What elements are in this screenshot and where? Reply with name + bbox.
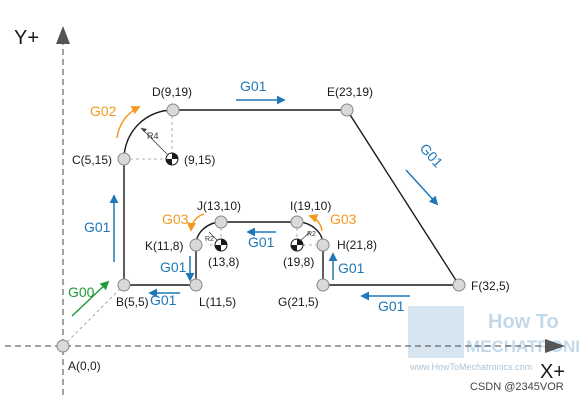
point-k xyxy=(189,238,203,252)
label-center-2: (13,8) xyxy=(208,255,239,269)
label-h: H(21,8) xyxy=(337,238,377,252)
label-a: A(0,0) xyxy=(68,359,101,373)
point-j xyxy=(214,215,228,229)
code-g01-kl: G01 xyxy=(160,259,187,275)
code-g03-jk: G03 xyxy=(162,211,189,227)
code-g01-ij: G01 xyxy=(248,234,275,250)
point-e xyxy=(340,103,354,117)
tool-path xyxy=(123,109,461,286)
y-axis-label: Y+ xyxy=(14,27,39,49)
radius-r2-right: R2 xyxy=(307,231,316,238)
point-labels: A(0,0) B(5,5) C(5,15) D(9,19) E(23,19) F… xyxy=(68,85,510,373)
radius-r4: R4 xyxy=(147,131,159,141)
label-e: E(23,19) xyxy=(327,85,373,99)
point-d xyxy=(166,103,180,117)
radius-indicators: R4 R2 R2 xyxy=(140,127,316,243)
point-a xyxy=(56,339,70,353)
radius-r2-left: R2 xyxy=(205,236,214,243)
point-c xyxy=(117,152,131,166)
point-l xyxy=(189,278,203,292)
axes: Y+ X+ xyxy=(5,26,565,395)
label-l: L(11,5) xyxy=(199,295,236,309)
code-g01-ef: G01 xyxy=(417,140,447,171)
motion-arrows xyxy=(71,95,439,317)
center-marker-3 xyxy=(290,238,304,252)
x-axis-label: X+ xyxy=(540,361,565,383)
point-b xyxy=(117,278,131,292)
label-b: B(5,5) xyxy=(116,295,149,309)
label-center-3: (19,8) xyxy=(283,255,314,269)
label-k: K(11,8) xyxy=(145,239,183,253)
label-j: J(13,10) xyxy=(197,199,241,213)
code-g01-de: G01 xyxy=(240,78,267,94)
code-g03-hi: G03 xyxy=(330,211,357,227)
point-f xyxy=(452,278,466,292)
code-g02: G02 xyxy=(90,103,117,119)
center-marker-2 xyxy=(214,238,228,252)
code-g01-lb: G01 xyxy=(150,292,177,308)
arrow-g03-jk xyxy=(187,213,205,232)
code-g00: G00 xyxy=(68,284,95,300)
watermark-logo xyxy=(408,306,464,358)
code-g01-fg: G01 xyxy=(378,298,405,314)
arrow-g02 xyxy=(116,106,141,139)
arrow-g00 xyxy=(71,280,110,317)
point-h xyxy=(316,238,330,252)
label-c: C(5,15) xyxy=(72,153,112,167)
x-axis-arrow xyxy=(545,339,565,353)
label-i: I(19,10) xyxy=(290,199,331,213)
point-g xyxy=(316,278,330,292)
label-center-1: (9,15) xyxy=(184,153,215,167)
arc-centers xyxy=(165,152,304,252)
y-axis-arrow xyxy=(56,26,70,44)
watermark-url: www.HowToMechatronics.com xyxy=(409,362,532,372)
label-g: G(21,5) xyxy=(278,295,319,309)
label-f: F(32,5) xyxy=(471,279,510,293)
arrow-g03-hi xyxy=(308,214,323,232)
arrow-g01-ef xyxy=(405,169,439,206)
center-marker-1 xyxy=(165,152,179,166)
point-i xyxy=(290,215,304,229)
credit-text: CSDN @2345VOR xyxy=(470,381,564,393)
code-g01-gh: G01 xyxy=(338,260,365,276)
code-g01-bc: G01 xyxy=(84,219,111,235)
path-points xyxy=(56,103,466,353)
label-d: D(9,19) xyxy=(152,85,192,99)
watermark-line1: How To xyxy=(488,311,559,333)
